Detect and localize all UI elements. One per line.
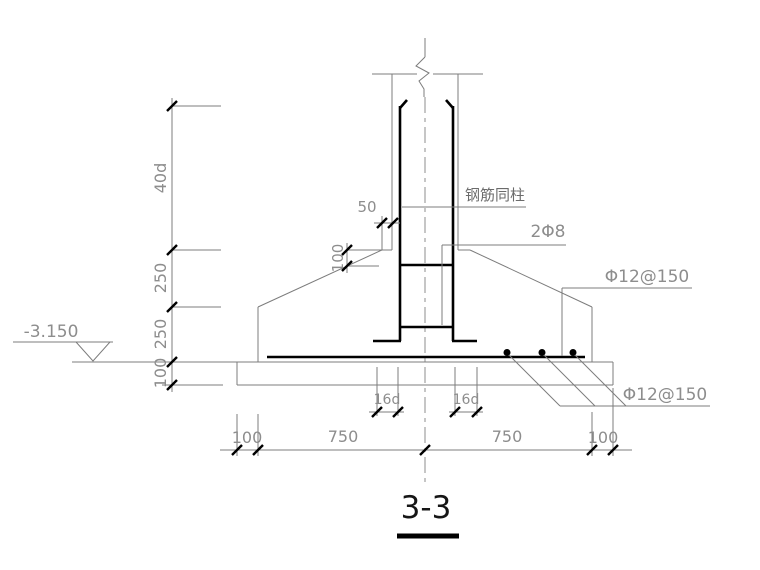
dim-tick <box>166 100 178 112</box>
rebar-right-top-hook <box>445 99 454 109</box>
dim-label-100: 100 <box>151 358 170 389</box>
leader-diagonal <box>543 354 596 407</box>
dim-label-250-upper: 250 <box>151 263 170 294</box>
dim-label-750-right: 750 <box>492 427 523 446</box>
dim-label-40d: 40d <box>151 163 170 194</box>
bottom-dimension-chain: 100 750 750 100 <box>220 388 632 456</box>
dim-tick <box>166 356 178 368</box>
dim-tick <box>166 301 178 313</box>
dim-label-250-lower: 250 <box>151 319 170 350</box>
note-tie-bars-text: 2Φ8 <box>530 222 565 242</box>
dim-tick <box>607 444 619 456</box>
note-footing-bottom-bars: Φ12@150 <box>508 354 710 407</box>
leader-diagonal <box>508 354 561 407</box>
dim-label-16d-left: 16d <box>374 392 401 408</box>
dim-tick <box>449 406 461 418</box>
note-bottom-bars-text: Φ12@150 <box>623 385 707 405</box>
column-above-break <box>372 38 483 250</box>
dim-tick <box>341 260 353 272</box>
bar-section-dot <box>538 349 546 356</box>
dim-tick <box>392 406 404 418</box>
left-dimension-chain: 40d 250 250 100 <box>151 98 223 392</box>
dim-label-50: 50 <box>357 198 376 216</box>
dim-tick <box>387 217 399 229</box>
note-column-rebar-text: 钢筋同柱 <box>465 186 525 204</box>
dim-label-100-right: 100 <box>588 428 619 447</box>
dim-tick <box>231 444 243 456</box>
bar-section-dot <box>569 349 577 356</box>
dim-label-750-left: 750 <box>328 427 359 446</box>
dims-16d: 16d 16d <box>369 367 483 418</box>
elevation-triangle-icon <box>74 341 112 362</box>
leader-diagonal <box>574 354 627 407</box>
haunch-right-slope <box>469 249 593 308</box>
dim-tick <box>166 244 178 256</box>
dim-label-100-left: 100 <box>232 428 263 447</box>
section-title-text: 3-3 <box>401 490 452 526</box>
elevation-marker: -3.150 <box>13 322 113 362</box>
dim-100-offset: 100 <box>329 243 382 273</box>
note-tie-bars: 2Φ8 <box>441 222 566 325</box>
dim-tick <box>341 244 353 256</box>
note-column-rebar: 钢筋同柱 <box>402 186 526 208</box>
section-title: 3-3 <box>397 490 459 539</box>
dim-tick <box>166 379 178 391</box>
dim-label-16d-right: 16d <box>453 392 480 408</box>
dim-label-100-offset: 100 <box>329 244 347 273</box>
dim-tick <box>252 444 264 456</box>
elevation-value: -3.150 <box>24 322 79 342</box>
note-footing-top-bars: Φ12@150 <box>561 267 692 356</box>
bar-section-dot <box>503 349 511 356</box>
note-top-bars-text: Φ12@150 <box>605 267 689 287</box>
break-symbol <box>415 56 430 97</box>
rebar-left-top-hook <box>399 99 408 109</box>
dim-tick <box>586 444 598 456</box>
haunch-left-slope <box>257 249 383 308</box>
footing-bottom-mat <box>267 349 585 359</box>
dim-tick <box>419 444 431 456</box>
dim-tick <box>471 406 483 418</box>
dim-tick <box>376 217 388 229</box>
dim-50: 50 <box>357 198 400 250</box>
dim-tick <box>371 406 383 418</box>
